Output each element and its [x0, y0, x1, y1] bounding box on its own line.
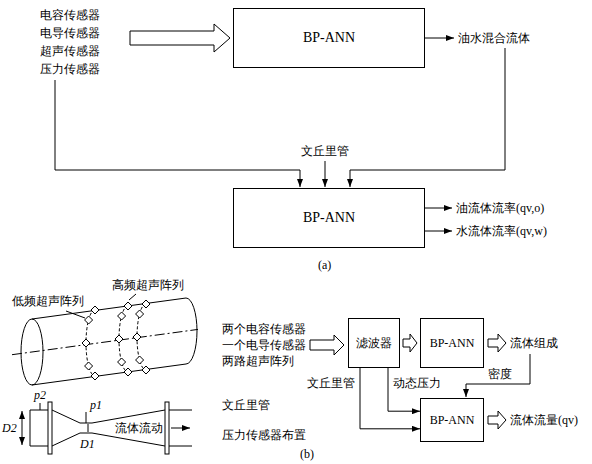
hollow-arrow — [488, 411, 506, 429]
text-label: 油流体流率(qv,o) — [456, 201, 544, 215]
edge-label: 文丘里管 — [306, 376, 356, 390]
text-label: 两路超声阵列 — [222, 354, 294, 368]
process-box: BP-ANN — [420, 318, 484, 368]
process-box: 滤波器 — [348, 318, 400, 368]
ultrasonic-sensor — [118, 358, 126, 366]
hollow-arrow — [403, 334, 417, 352]
signal-arrow — [425, 38, 454, 39]
text-label: 文丘里管 — [301, 144, 349, 158]
pressure-tap — [40, 403, 41, 410]
pipe-wall — [32, 364, 186, 385]
ultrasonic-sensor — [91, 372, 99, 380]
pipe-wall — [169, 410, 192, 411]
dimension-line — [88, 424, 89, 432]
dimension-line — [22, 411, 23, 445]
ultrasonic-sensor — [118, 312, 126, 320]
ultrasonic-sensor — [115, 335, 123, 343]
text-label: 高频超声阵列 — [112, 278, 184, 292]
ultrasonic-sensor — [82, 339, 90, 347]
text-label: 电容传感器 — [40, 8, 100, 22]
ultrasonic-sensor — [136, 356, 144, 364]
process-box: BP-ANN — [233, 8, 425, 68]
process-box: BP-ANN — [420, 398, 484, 442]
text-label: 电导传感器 — [40, 26, 100, 40]
text-label: 水流体流率(qv,w) — [456, 224, 547, 238]
text-label: (a) — [318, 258, 331, 272]
text-label: 两个电容传感器 — [222, 322, 306, 336]
text-label: 流体流量(qv) — [510, 413, 578, 427]
ultrasonic-sensor — [85, 362, 93, 370]
ultrasonic-sensor — [142, 300, 150, 308]
pipe-illustration — [12, 294, 198, 385]
text-label: 流体组成 — [510, 336, 558, 350]
box-text: BP-ANN — [303, 30, 355, 47]
ultrasonic-sensor — [124, 302, 132, 310]
pipe-end — [30, 410, 31, 446]
text-label: 超声传感器 — [40, 44, 100, 58]
text-label: D2 — [2, 421, 17, 435]
text-label: D1 — [80, 437, 95, 451]
ultrasonic-sensor — [142, 366, 150, 374]
ultrasonic-sensor — [136, 310, 144, 318]
venturi-arrow — [325, 161, 326, 187]
edge-label: 动态压力 — [392, 376, 442, 390]
text-label: (b) — [300, 447, 314, 461]
text-label: 一个电导传感器 — [222, 338, 306, 352]
pipe-axis — [12, 329, 198, 354]
venturi-illustration — [22, 402, 192, 454]
text-label: p1 — [90, 398, 102, 412]
process-box: BP-ANN — [233, 188, 425, 248]
box-text: BP-ANN — [303, 210, 355, 227]
hollow-arrow — [310, 335, 344, 355]
ultrasonic-sensor — [91, 306, 99, 314]
pipe-wall — [30, 446, 48, 447]
box-text: BP-ANN — [430, 336, 475, 350]
ultrasonic-sensor — [85, 316, 93, 324]
text-label: 压力传感器布置 — [222, 428, 306, 442]
sensor-wire — [55, 80, 300, 187]
flange — [165, 402, 169, 454]
pipe-wall — [30, 410, 48, 411]
text-label: p2 — [34, 388, 46, 402]
pressure-tap — [86, 412, 87, 423]
pipe-end — [186, 298, 197, 364]
box-text: BP-ANN — [430, 413, 475, 427]
output-arrow — [425, 208, 452, 209]
leader-line — [129, 294, 136, 300]
text-label: 密度 — [488, 367, 512, 381]
ultrasonic-sensor — [133, 333, 141, 341]
leader-line — [66, 311, 85, 318]
flow-arrow — [171, 428, 190, 429]
box-text: 滤波器 — [356, 336, 392, 350]
hollow-arrow — [488, 334, 506, 352]
hollow-arrow — [130, 24, 230, 52]
ultrasonic-sensor — [124, 368, 132, 376]
text-label: 低频超声阵列 — [12, 294, 84, 308]
pipe-wall — [169, 446, 192, 447]
text-label: 油水混合流体 — [458, 31, 530, 45]
text-label: 流体流动 — [115, 421, 163, 435]
flange — [48, 402, 52, 454]
text-label: 压力传感器 — [40, 62, 100, 76]
mixture-wire — [350, 48, 505, 187]
output-arrow — [425, 231, 452, 232]
text-label: 文丘里管 — [222, 398, 270, 412]
